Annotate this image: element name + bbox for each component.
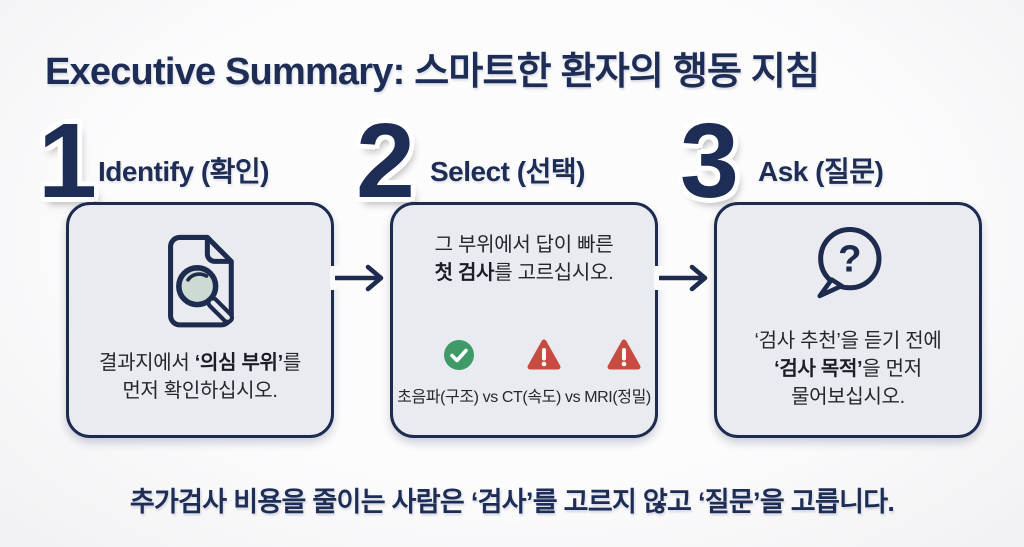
step-1-body-pre: 결과지에서 — [98, 352, 195, 374]
step-1-body-post: 를 — [282, 352, 302, 374]
step-1-card: 결과지에서 ‘의심 부위’를 먼저 확인하십시오. — [66, 202, 334, 438]
question-mark-glyph: ? — [838, 237, 861, 280]
step-3-body-line3: 물어보십시오. — [791, 386, 905, 408]
step-1-body-line2: 먼저 확인하십시오. — [122, 380, 278, 402]
page-title: Executive Summary: 스마트한 환자의 행동 지침 — [45, 51, 820, 93]
step-3-body-bold: ‘검사 목적’ — [774, 358, 863, 380]
step-1-body: 결과지에서 ‘의심 부위’를 먼저 확인하십시오. — [99, 349, 301, 405]
step-1-heading: Identify (확인) — [98, 156, 270, 187]
step-2-body: 그 부위에서 답이 빠른 첫 검사를 고르십시오. — [435, 231, 614, 287]
modality-caption: 초음파(구조) vs CT(속도) vs MRI(정밀) — [397, 389, 651, 406]
step-3-body-post: 을 먼저 — [862, 358, 922, 380]
step-3-heading: Ask (질문) — [758, 156, 884, 187]
document-search-icon — [168, 234, 235, 328]
step-2-heading: Select (선택) — [430, 156, 585, 187]
step-2-body-post: 를 고르십시오. — [494, 262, 614, 284]
arrow-right-icon — [659, 264, 708, 292]
step-1-body-bold: ‘의심 부위’ — [194, 352, 283, 374]
arrow-right-icon — [335, 264, 384, 292]
warning-icon — [527, 339, 561, 370]
step-2-body-line1: 그 부위에서 답이 빠른 — [434, 234, 614, 256]
step-3-card: ? ‘검사 추천’을 듣기 전에 ‘검사 목적’을 먼저 물어보십시오. — [714, 202, 982, 438]
step-2-body-bold: 첫 검사 — [434, 262, 495, 284]
step-3-number: 3 — [680, 102, 739, 220]
question-bubble-icon: ? — [817, 226, 882, 299]
modality-icons — [401, 339, 647, 371]
check-icon — [444, 340, 474, 370]
footer-takeaway: 추가검사 비용을 줄이는 사람은 ‘검사’를 고르지 않고 ‘질문’을 고릅니다… — [129, 487, 895, 517]
warning-icon — [607, 339, 641, 370]
step-3-body-line1: ‘검사 추천’을 듣기 전에 — [754, 330, 942, 352]
step-2-number: 2 — [356, 102, 415, 220]
step-1-number: 1 — [38, 102, 97, 220]
step-2-card: 그 부위에서 답이 빠른 첫 검사를 고르십시오. 초음파(구조) vs CT(… — [390, 202, 658, 438]
step-3-body: ‘검사 추천’을 듣기 전에 ‘검사 목적’을 먼저 물어보십시오. — [755, 327, 942, 411]
